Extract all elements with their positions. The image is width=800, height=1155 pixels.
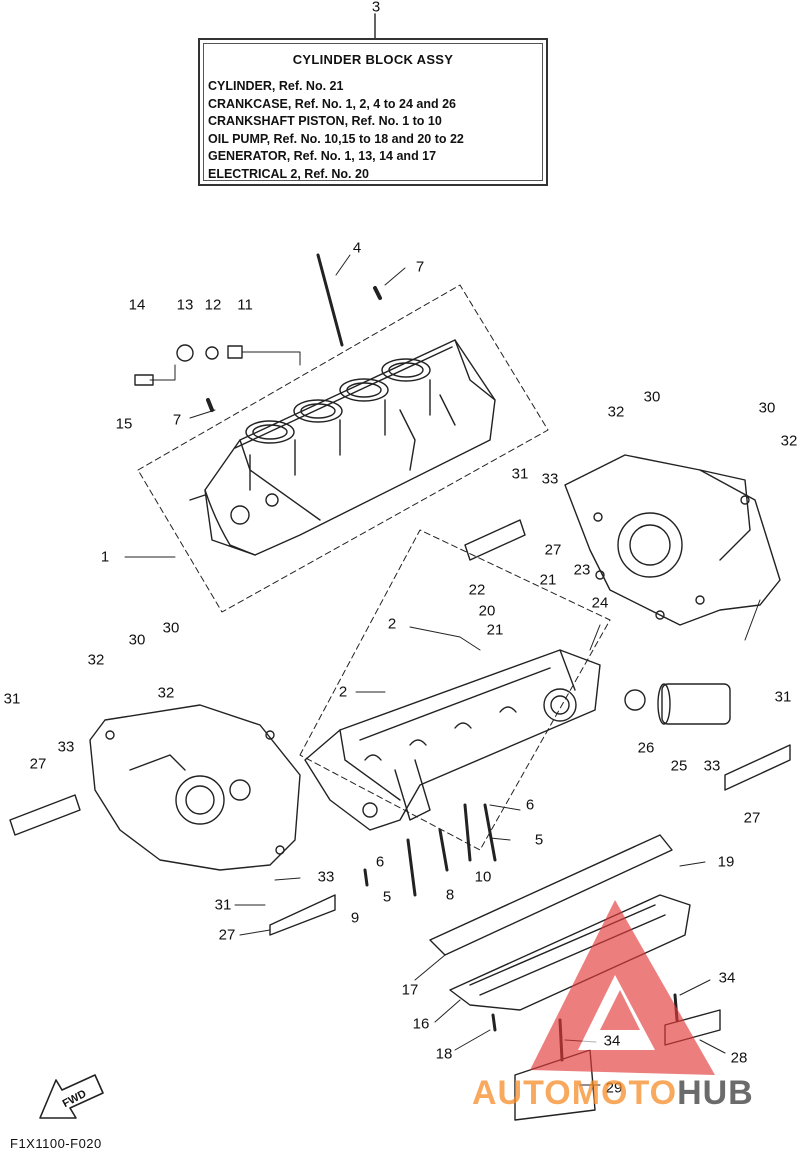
callout: 7: [172, 411, 182, 429]
info-line: CRANKCASE, Ref. No. 1, 2, 4 to 24 and 26: [208, 96, 456, 111]
callout: 23: [573, 561, 591, 579]
callout: 33: [57, 738, 75, 756]
left-crankcase-cover: [89, 704, 301, 871]
callout: 32: [157, 684, 175, 702]
callout: 17: [401, 981, 419, 999]
callout: 29: [605, 1079, 623, 1097]
callout: 31: [511, 465, 529, 483]
callout: 16: [412, 1015, 430, 1033]
info-line: OIL PUMP, Ref. No. 10,15 to 18 and 20 to…: [208, 131, 464, 146]
watermark-part2: HUB: [677, 1074, 754, 1112]
info-line: GENERATOR, Ref. No. 1, 13, 14 and 17: [208, 149, 437, 163]
callout: 30: [758, 399, 776, 417]
callout: 27: [743, 809, 761, 827]
callout: 9: [350, 909, 360, 927]
diagram-code: F1X1100-F020: [10, 1136, 102, 1151]
callout: 4: [352, 239, 362, 257]
callout: 1: [100, 548, 110, 566]
lower-crankcase-boundary: [299, 529, 611, 851]
callout: 21: [539, 571, 557, 589]
callout: 25: [670, 757, 688, 775]
info-box-inner-border: [203, 43, 543, 181]
info-line: ELECTRICAL 2, Ref. No. 20: [208, 166, 369, 181]
fitting-26: [624, 689, 646, 711]
callout: 32: [607, 403, 625, 421]
watermark-text: AUTOMOTOHUB: [472, 1074, 754, 1113]
callout: 32: [780, 432, 798, 450]
callout-ref-3: 3: [371, 0, 381, 16]
callout: 31: [774, 688, 792, 706]
upper-crankcase: [189, 339, 496, 556]
callout: 34: [718, 969, 736, 987]
callout: 11: [237, 296, 253, 314]
callout: 21: [486, 621, 504, 639]
callout: 15: [115, 415, 133, 433]
callout: 24: [591, 594, 609, 612]
callout: 5: [382, 888, 392, 906]
callout: 34: [603, 1032, 621, 1050]
callout: 33: [703, 757, 721, 775]
callout: 12: [204, 296, 222, 314]
callout: 31: [3, 690, 21, 708]
callout: 33: [317, 868, 335, 886]
callout: 27: [218, 926, 236, 944]
oil-pan-gasket: [429, 834, 673, 956]
callout: 30: [162, 619, 180, 637]
callout: 6: [375, 853, 385, 871]
callout: 7: [415, 258, 425, 276]
callout: 2: [338, 683, 348, 701]
info-box-lines: CYLINDER, Ref. No. 21 CRANKCASE, Ref. No…: [208, 78, 464, 183]
callout: 10: [474, 868, 492, 886]
callout: 20: [478, 602, 496, 620]
callout: 8: [445, 886, 455, 904]
right-crankcase-cover: [564, 454, 781, 626]
info-box-title: CYLINDER BLOCK ASSY: [292, 52, 454, 67]
callout: 22: [468, 581, 486, 599]
upper-crankcase-boundary: [137, 284, 549, 613]
callout: 13: [176, 296, 194, 314]
callout: 32: [87, 651, 105, 669]
info-line: CRANKSHAFT PISTON, Ref. No. 1 to 10: [208, 114, 442, 128]
lower-crankcase: [304, 649, 601, 831]
callout: 30: [643, 388, 661, 406]
callout: 18: [435, 1045, 453, 1063]
callout: 27: [29, 755, 47, 773]
callout: 14: [128, 296, 146, 314]
watermark-part1: AUTOMOTO: [472, 1074, 678, 1112]
callout: 19: [717, 853, 735, 871]
assembly-info-box: CYLINDER BLOCK ASSY CYLINDER, Ref. No. 2…: [198, 38, 548, 186]
callout: 31: [214, 896, 232, 914]
callout: 33: [541, 470, 559, 488]
oil-filter: [657, 683, 731, 725]
callout: 28: [730, 1049, 748, 1067]
info-line: CYLINDER, Ref. No. 21: [208, 79, 344, 93]
callout: 2: [387, 615, 397, 633]
fwd-arrow-icon: [39, 1074, 104, 1119]
callout: 27: [544, 541, 562, 559]
callout: 6: [525, 796, 535, 814]
callout: 30: [128, 631, 146, 649]
callout: 5: [534, 831, 544, 849]
watermark-logo-icon: [530, 900, 715, 1075]
callout: 26: [637, 739, 655, 757]
